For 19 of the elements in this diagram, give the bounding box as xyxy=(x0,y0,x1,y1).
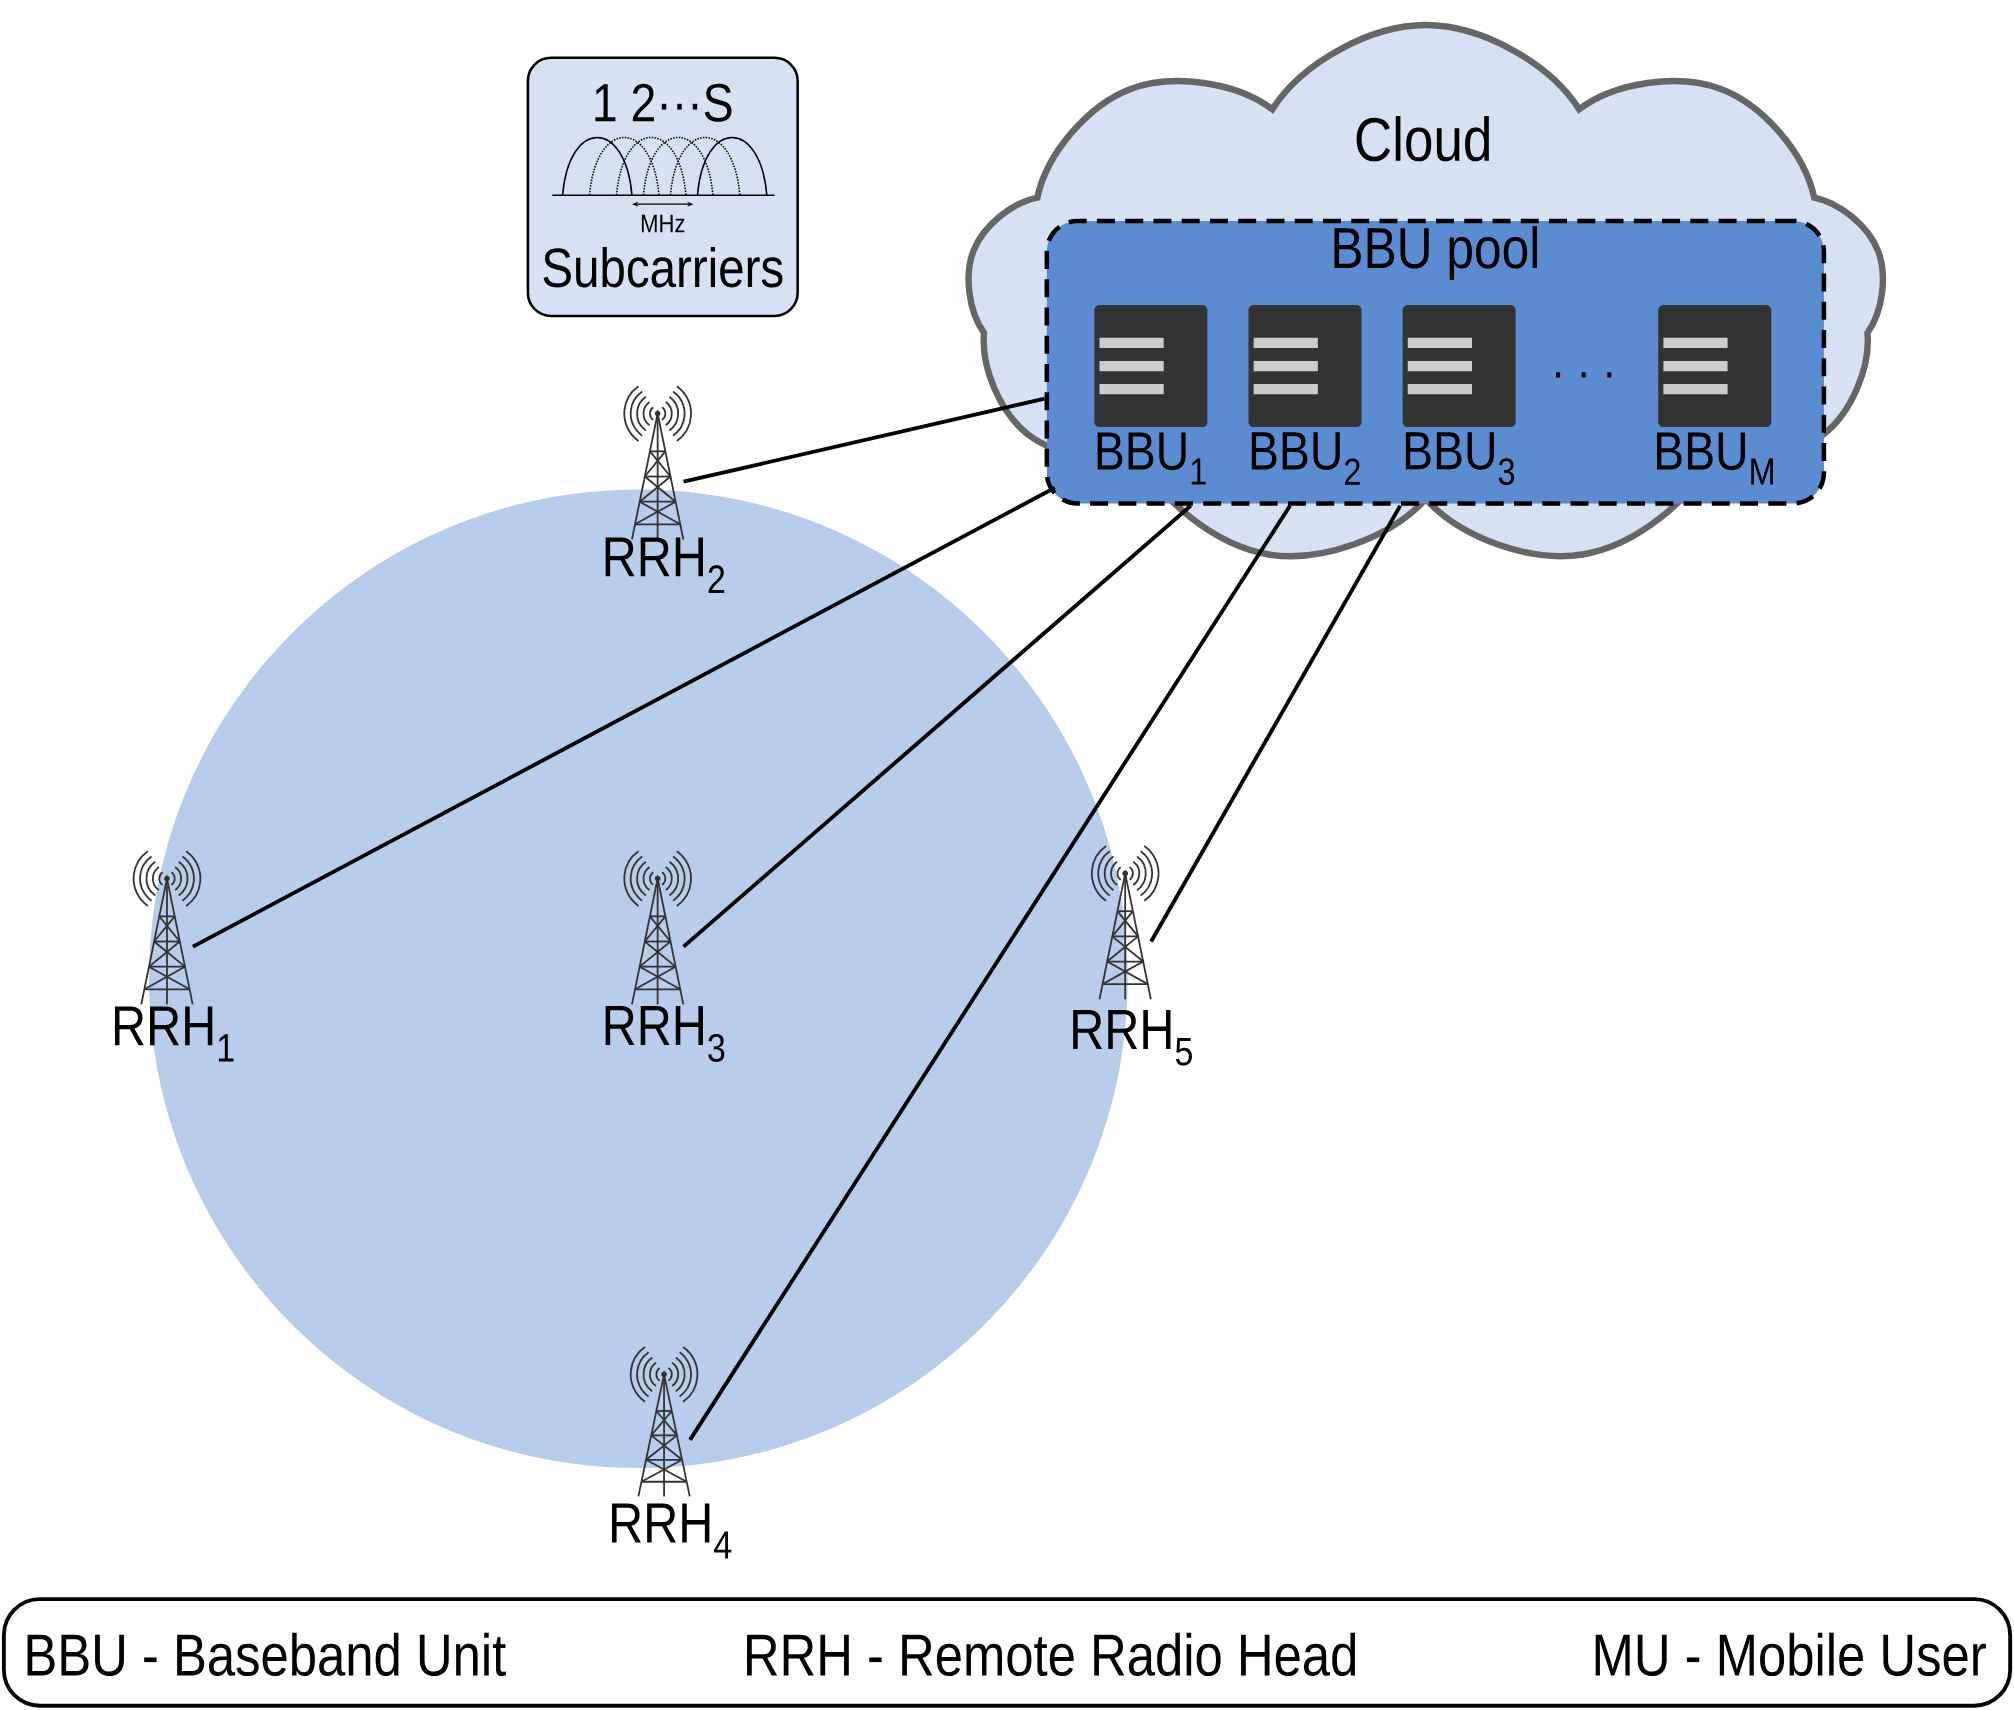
server-label: BBU$_{M}$ xyxy=(1657,432,1773,485)
key-text: RRH - Remote Radio Head xyxy=(747,1632,1356,1677)
connection-line xyxy=(192,486,1056,949)
server-label: BBU$_{3}$ xyxy=(1405,432,1515,486)
key-text: MU - Mobile User xyxy=(1595,1632,1986,1677)
connection-line xyxy=(1149,505,1402,943)
tower-label: RRH$_{2}$ xyxy=(605,537,725,594)
connection-line xyxy=(683,397,1045,484)
ellipsis: · · · xyxy=(1556,372,1612,378)
tower-label: RRH$_{1}$ xyxy=(114,1006,234,1062)
key-text: BBU - Baseband Unit xyxy=(27,1632,506,1677)
tower-label: RRH$_{5}$ xyxy=(1073,1010,1192,1066)
tower-label: RRH$_{4}$ xyxy=(612,1503,732,1559)
server-label: BBU$_{1}$ xyxy=(1097,432,1206,485)
server-label: BBU$_{2}$ xyxy=(1251,432,1360,485)
connection-line xyxy=(688,504,1292,1442)
connection-line xyxy=(682,504,1192,949)
subcarriers-box: 1 2···S MHz Subcarriers xyxy=(526,56,799,318)
tower-label: RRH$_{3}$ xyxy=(605,1006,725,1063)
